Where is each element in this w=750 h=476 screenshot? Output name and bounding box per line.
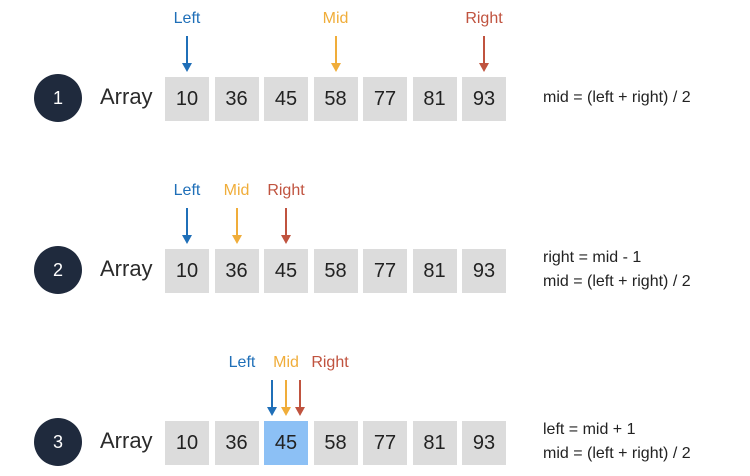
array-cell: 36 <box>214 249 259 293</box>
array-cell-found: 45 <box>264 421 308 465</box>
arrow-shaft <box>334 36 337 64</box>
formula-line: mid = (left + right) / 2 <box>543 273 691 290</box>
array-cell: 45 <box>264 77 308 121</box>
array-cell: 93 <box>462 77 506 121</box>
array-cell: 81 <box>412 249 457 293</box>
array-cell: 58 <box>313 421 358 465</box>
left-pointer-label: Left <box>228 354 256 371</box>
array-cell: 81 <box>412 421 457 465</box>
right-pointer-arrow <box>295 380 305 416</box>
arrow-head <box>267 407 277 416</box>
array-cell: 77 <box>363 421 407 465</box>
arrow-shaft <box>483 36 485 64</box>
mid-pointer-arrow <box>281 380 291 416</box>
right-pointer-arrow <box>479 36 489 72</box>
mid-pointer-label: Mid <box>223 182 250 199</box>
right-pointer-label: Right <box>465 10 503 27</box>
array-cell: 45 <box>264 249 308 293</box>
right-pointer-label: Right <box>311 354 349 371</box>
arrow-head <box>182 235 192 244</box>
arrow-shaft <box>186 36 188 64</box>
left-pointer-arrow <box>182 36 192 72</box>
array-cell: 77 <box>363 249 407 293</box>
arrow-shaft <box>299 380 301 408</box>
left-pointer-arrow <box>182 208 192 244</box>
array-label: Array <box>100 84 153 109</box>
array-cell: 81 <box>412 77 457 121</box>
array-label: Array <box>100 428 153 453</box>
array-cell: 10 <box>165 421 209 465</box>
array-cell: 36 <box>214 77 259 121</box>
arrow-head <box>231 235 242 244</box>
array-cell: 10 <box>165 249 209 293</box>
formula-line: mid = (left + right) / 2 <box>543 445 691 462</box>
array-cell: 93 <box>462 421 506 465</box>
right-pointer-label: Right <box>267 182 305 199</box>
arrow-shaft <box>235 208 238 236</box>
mid-pointer-label: Mid <box>273 354 299 371</box>
array-cell: 58 <box>313 249 358 293</box>
step-number-badge: 1 <box>34 74 82 122</box>
array-cell: 36 <box>214 421 259 465</box>
arrow-shaft <box>271 380 273 408</box>
array-cell: 58 <box>313 77 358 121</box>
mid-pointer-arrow <box>330 36 341 72</box>
arrow-head <box>281 407 291 416</box>
formula-line: right = mid - 1 <box>543 249 642 266</box>
arrow-head <box>295 407 305 416</box>
arrow-shaft <box>285 208 287 236</box>
formula-line: left = mid + 1 <box>543 421 636 438</box>
step-number-badge: 2 <box>34 246 82 294</box>
array-cell: 10 <box>165 77 209 121</box>
array-label: Array <box>100 256 153 281</box>
array-cell: 93 <box>462 249 506 293</box>
mid-pointer-arrow <box>231 208 242 244</box>
right-pointer-arrow <box>281 208 291 244</box>
arrow-head <box>281 235 291 244</box>
mid-pointer-label: Mid <box>322 10 349 27</box>
arrow-shaft <box>186 208 188 236</box>
arrow-head <box>330 63 341 72</box>
arrow-head <box>479 63 489 72</box>
left-pointer-arrow <box>267 380 277 416</box>
arrow-shaft <box>285 380 287 408</box>
arrow-head <box>182 63 192 72</box>
formula-line: mid = (left + right) / 2 <box>543 89 691 106</box>
step-number-badge: 3 <box>34 418 82 466</box>
array-cell: 77 <box>363 77 407 121</box>
left-pointer-label: Left <box>173 10 201 27</box>
left-pointer-label: Left <box>173 182 201 199</box>
